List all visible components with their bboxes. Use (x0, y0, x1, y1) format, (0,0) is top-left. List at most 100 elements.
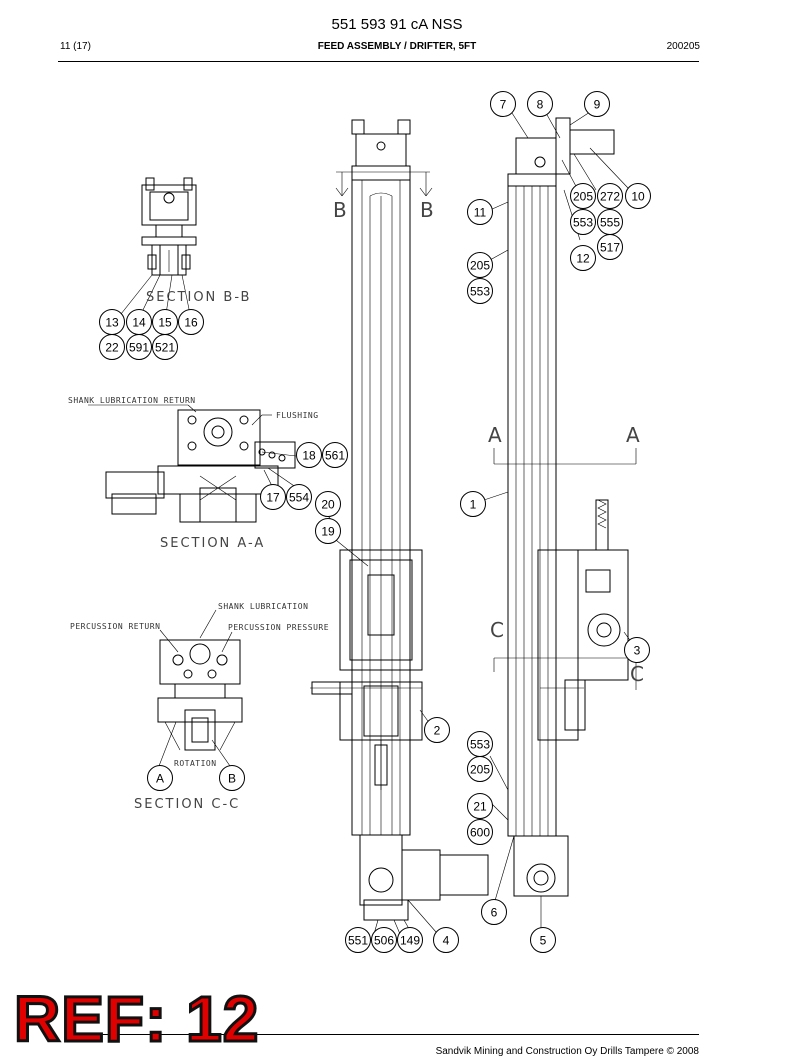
section-marker-a-left: A (488, 423, 502, 447)
item-balloon-553b: 553 (467, 278, 493, 304)
item-balloon-21: 21 (467, 793, 493, 819)
item-balloon-label: 551 (348, 934, 368, 948)
feed-side-view (493, 117, 637, 928)
item-balloon-label: 561 (325, 449, 345, 463)
footer-divider (100, 1034, 699, 1035)
item-balloon-label: 14 (132, 316, 146, 330)
item-balloon-553a: 553 (570, 209, 596, 235)
item-balloon-272: 272 (597, 183, 623, 209)
flushing-label: FLUSHING (276, 411, 319, 420)
item-balloon-label: 553 (470, 285, 490, 299)
item-balloon-521: 521 (152, 334, 178, 360)
item-balloon-label: 18 (302, 449, 316, 463)
footer-copyright: Sandvik Mining and Construction Oy Drill… (435, 1046, 699, 1057)
item-balloon-label: 21 (473, 800, 487, 814)
shank-lubrication-label: SHANK LUBRICATION (218, 602, 308, 611)
section-aa-label: SECTION A-A (160, 536, 265, 551)
item-balloon-label: 12 (576, 252, 590, 266)
rotation-label: ROTATION (174, 759, 217, 768)
item-balloon-label: 15 (158, 316, 172, 330)
item-balloon-label: 205 (470, 259, 490, 273)
percussion-return-label: PERCUSSION RETURN (70, 622, 160, 631)
item-balloon-15: 15 (152, 309, 178, 335)
section-marker-c-left: C (490, 618, 504, 642)
item-balloon-13: 13 (99, 309, 125, 335)
section-marker-a-right: A (626, 423, 640, 447)
item-balloon-8: 8 (527, 91, 553, 117)
item-balloon-10: 10 (625, 183, 651, 209)
leader-lines (325, 111, 633, 935)
item-balloon-label: 149 (400, 934, 420, 948)
item-balloon-label: 517 (600, 241, 620, 255)
item-balloon-label: 10 (631, 190, 645, 204)
item-balloon-14: 14 (126, 309, 152, 335)
item-balloon-label: 553 (573, 216, 593, 230)
item-balloon-18: 18 (296, 442, 322, 468)
item-balloon-label: 506 (374, 934, 394, 948)
item-balloon-17: 17 (260, 484, 286, 510)
item-balloon-label: 591 (129, 341, 149, 355)
item-balloon-20: 20 (315, 491, 341, 517)
item-balloon-600: 600 (467, 819, 493, 845)
item-balloon-3: 3 (624, 637, 650, 663)
item-balloon-label: 205 (470, 763, 490, 777)
item-balloon-label: B (228, 772, 236, 786)
section-bb-label: SECTION B-B (146, 290, 251, 305)
section-marker-c-right: C (630, 662, 644, 686)
item-balloon-205c: 205 (467, 756, 493, 782)
document-number: 551 593 91 cA NSS (331, 16, 463, 33)
item-balloon-517: 517 (597, 234, 623, 260)
item-balloon-554: 554 (286, 484, 312, 510)
item-balloon-label: 16 (184, 316, 198, 330)
item-balloon-22: 22 (99, 334, 125, 360)
item-balloon-A: A (147, 765, 173, 791)
item-balloon-label: 555 (600, 216, 620, 230)
section-aa-view (88, 404, 301, 523)
item-balloon-label: 600 (470, 826, 490, 840)
item-balloon-label: 9 (594, 98, 601, 112)
item-balloon-551: 551 (345, 927, 371, 953)
item-balloon-205b: 205 (467, 252, 493, 278)
item-balloon-5: 5 (530, 927, 556, 953)
item-balloon-7: 7 (490, 91, 516, 117)
page-number: 11 (17) (60, 41, 91, 52)
section-cc-view (157, 609, 243, 767)
item-balloon-label: 521 (155, 341, 175, 355)
item-balloon-12: 12 (570, 245, 596, 271)
document-date: 200205 (666, 41, 700, 52)
item-balloon-591: 591 (126, 334, 152, 360)
item-balloon-label: 554 (289, 491, 309, 505)
item-balloon-555: 555 (597, 209, 623, 235)
section-marker-b-right: B (420, 198, 434, 222)
feed-front-view (310, 119, 489, 921)
item-balloon-553c: 553 (467, 731, 493, 757)
item-balloon-205a: 205 (570, 183, 596, 209)
item-balloon-9: 9 (584, 91, 610, 117)
item-balloon-label: 13 (105, 316, 119, 330)
item-balloon-4: 4 (433, 927, 459, 953)
item-balloon-label: 7 (500, 98, 507, 112)
item-balloon-label: 553 (470, 738, 490, 752)
item-balloon-label: 2 (434, 724, 441, 738)
item-balloon-label: 4 (443, 934, 450, 948)
item-balloon-11: 11 (467, 199, 493, 225)
shank-lubrication-return-label: SHANK LUBRICATION RETURN (68, 396, 196, 405)
item-balloon-B: B (219, 765, 245, 791)
section-bb-view (120, 177, 197, 315)
section-marker-b-left: B (333, 198, 347, 222)
item-balloon-19: 19 (315, 518, 341, 544)
percussion-pressure-label: PERCUSSION PRESSURE (228, 623, 329, 632)
item-balloon-label: 205 (573, 190, 593, 204)
item-balloon-561: 561 (322, 442, 348, 468)
item-balloon-label: 20 (321, 498, 335, 512)
item-balloon-label: 19 (321, 525, 335, 539)
item-balloon-label: 6 (491, 906, 498, 920)
reference-watermark: REF: 12 (12, 982, 260, 1057)
item-balloon-label: 5 (540, 934, 547, 948)
item-balloon-16: 16 (178, 309, 204, 335)
header-divider (58, 61, 699, 62)
item-balloon-label: 1 (470, 498, 477, 512)
item-balloon-label: 272 (600, 190, 620, 204)
